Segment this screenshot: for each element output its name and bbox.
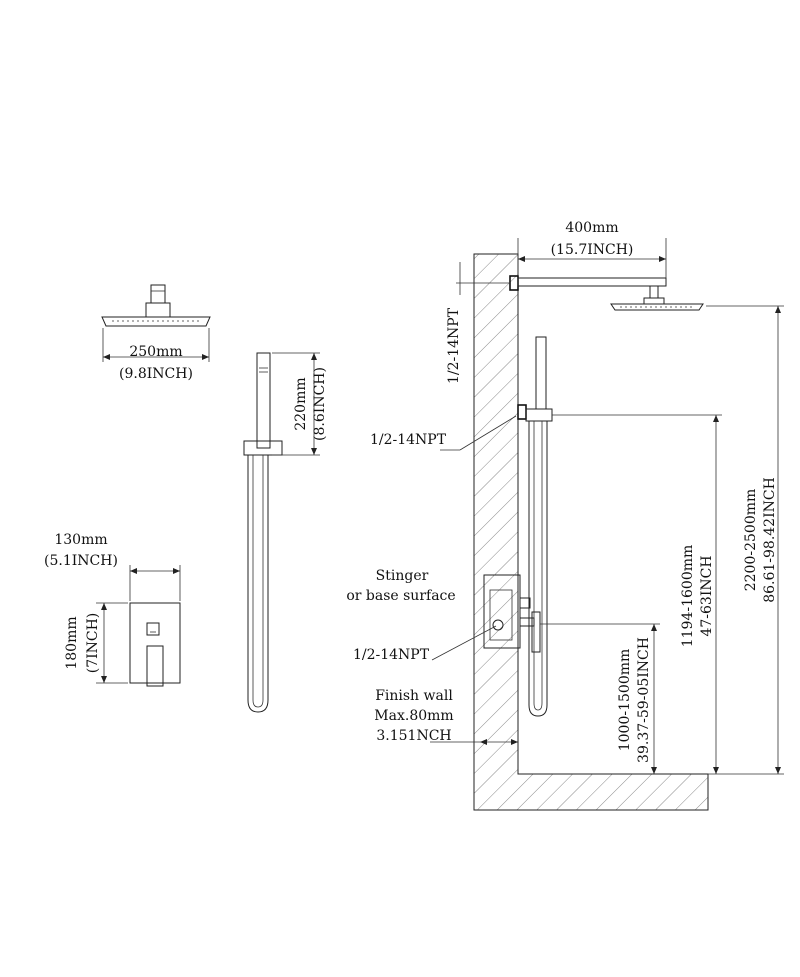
head-height-range-dimension: 2200-2500mm 86.61-98.42INCH bbox=[706, 305, 784, 775]
head-height-range-mm: 2200-2500mm bbox=[743, 489, 759, 592]
valve-height-range-mm: 1000-1500mm bbox=[617, 649, 633, 752]
arm-npt-callout: 1/2-14NPT bbox=[446, 262, 510, 384]
shower-arm-and-head bbox=[509, 275, 704, 311]
stinger-line1: Stinger bbox=[376, 568, 429, 584]
shower-head-top-view bbox=[101, 284, 211, 327]
hand-shower bbox=[243, 352, 283, 713]
valve-width-in: (5.1INCH) bbox=[44, 553, 118, 569]
head-height-range-in: 86.61-98.42INCH bbox=[762, 477, 778, 603]
hand-shower-length-mm: 220mm bbox=[293, 377, 309, 430]
outlet-height-range-in: 47-63INCH bbox=[699, 555, 715, 636]
outlet-npt-callout: 1/2-14NPT bbox=[370, 415, 517, 451]
finish-wall-line1: Finish wall bbox=[375, 688, 453, 704]
hand-shower-length-dimension: 220mm (8.6INCH) bbox=[272, 352, 328, 456]
shower-head-width-mm: 250mm bbox=[129, 344, 182, 360]
valve-npt-label: 1/2-14NPT bbox=[353, 647, 430, 663]
arm-npt-label: 1/2-14NPT bbox=[446, 307, 462, 384]
outlet-height-range-mm: 1194-1600mm bbox=[680, 545, 696, 648]
stinger-line2: or base surface bbox=[346, 588, 455, 604]
wall-hand-shower bbox=[517, 336, 553, 717]
shower-head-width-dimension: 250mm (9.8INCH) bbox=[102, 328, 210, 382]
arm-length-in: (15.7INCH) bbox=[551, 242, 634, 258]
valve-width-mm: 130mm bbox=[54, 532, 107, 548]
valve-height-dimension: 180mm (7INCH) bbox=[64, 602, 128, 684]
finish-wall-line2: Max.80mm bbox=[374, 708, 453, 724]
valve-height-range-in: 39.37-59-05INCH bbox=[636, 637, 652, 763]
finish-wall-line3: 3.151NCH bbox=[376, 728, 451, 744]
shower-head-width-in: (9.8INCH) bbox=[119, 366, 193, 382]
valve-height-in: (7INCH) bbox=[85, 613, 101, 674]
hand-shower-length-in: (8.6INCH) bbox=[312, 367, 328, 441]
wall-section bbox=[473, 253, 709, 811]
valve-npt-callout: 1/2-14NPT bbox=[353, 625, 497, 663]
valve-width-dimension: 130mm (5.1INCH) bbox=[44, 532, 181, 601]
valve-height-range-dimension: 1000-1500mm 39.37-59-05INCH bbox=[540, 623, 660, 774]
outlet-npt-label: 1/2-14NPT bbox=[370, 432, 447, 448]
wall-valve bbox=[483, 574, 541, 653]
outlet-height-range-dimension: 1194-1600mm 47-63INCH bbox=[552, 414, 722, 774]
valve-plate bbox=[129, 602, 181, 687]
arm-length-mm: 400mm bbox=[565, 220, 618, 236]
valve-height-mm: 180mm bbox=[64, 616, 80, 669]
arm-length-dimension: 400mm (15.7INCH) bbox=[517, 220, 667, 278]
finish-wall-callout: Finish wall Max.80mm 3.151NCH bbox=[374, 688, 518, 745]
stinger-callout: Stinger or base surface bbox=[346, 568, 455, 604]
